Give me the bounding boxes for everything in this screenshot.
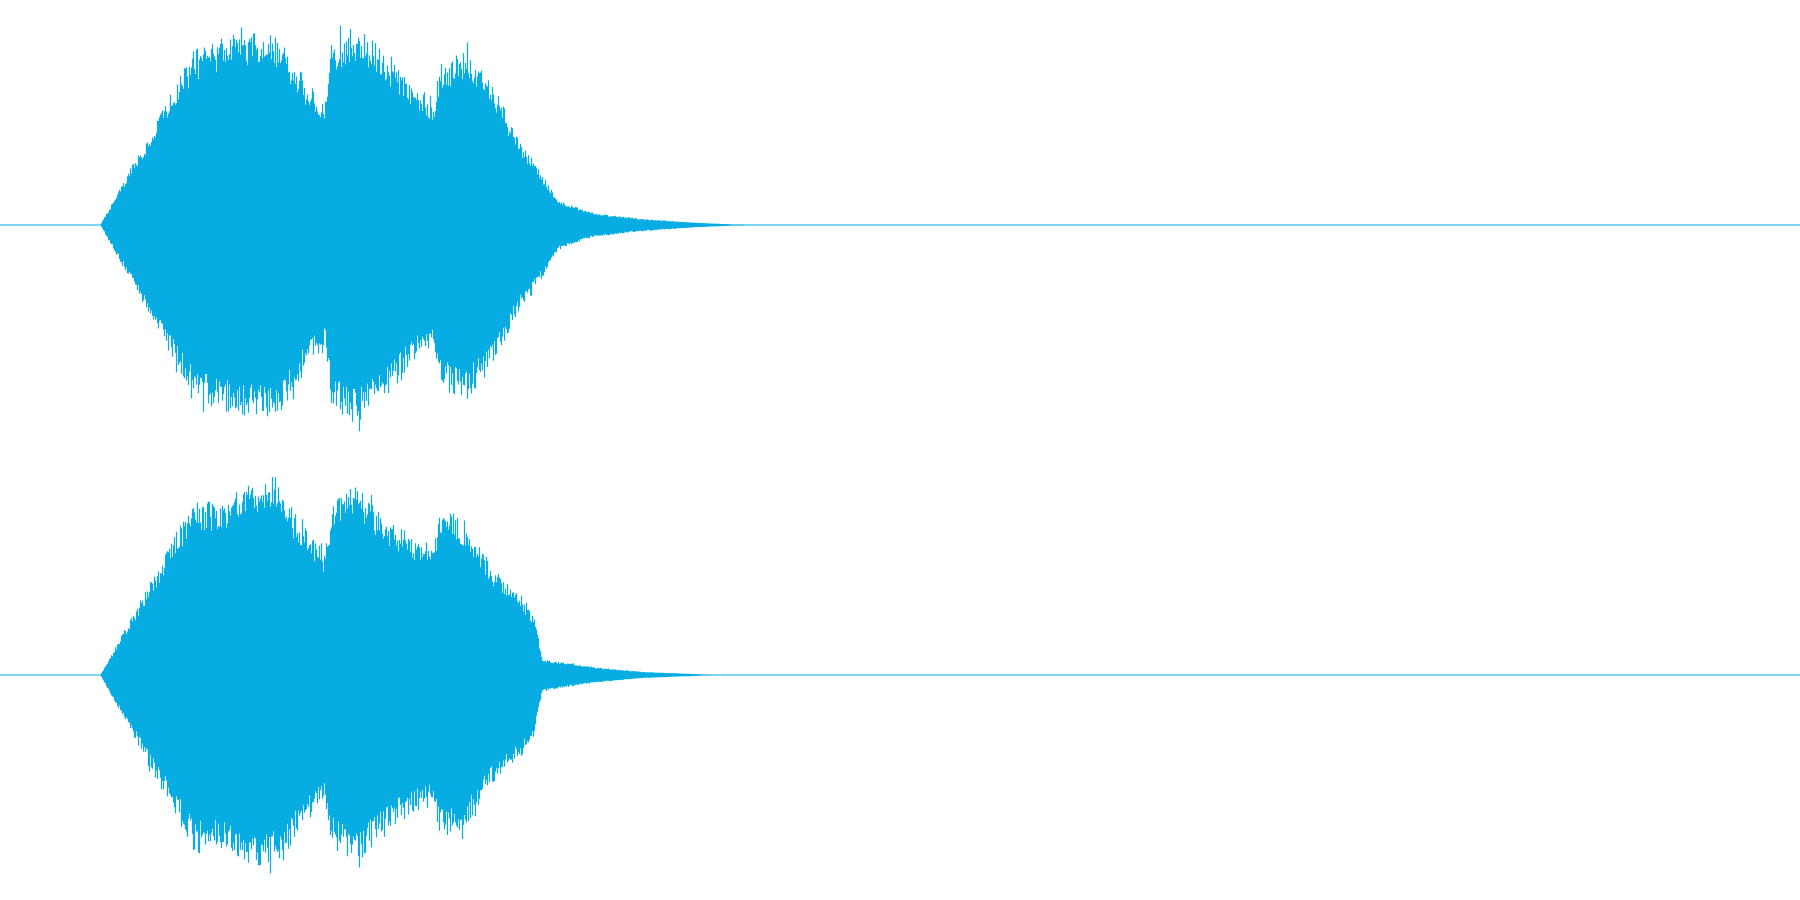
waveform-signal-core (100, 81, 745, 369)
waveform-channel-top[interactable] (0, 0, 1800, 450)
waveform-signal-core (100, 535, 712, 815)
waveform-bottom-graphic (0, 477, 1800, 874)
waveform-top-graphic (0, 25, 1800, 432)
waveform-channel-bottom[interactable] (0, 450, 1800, 900)
